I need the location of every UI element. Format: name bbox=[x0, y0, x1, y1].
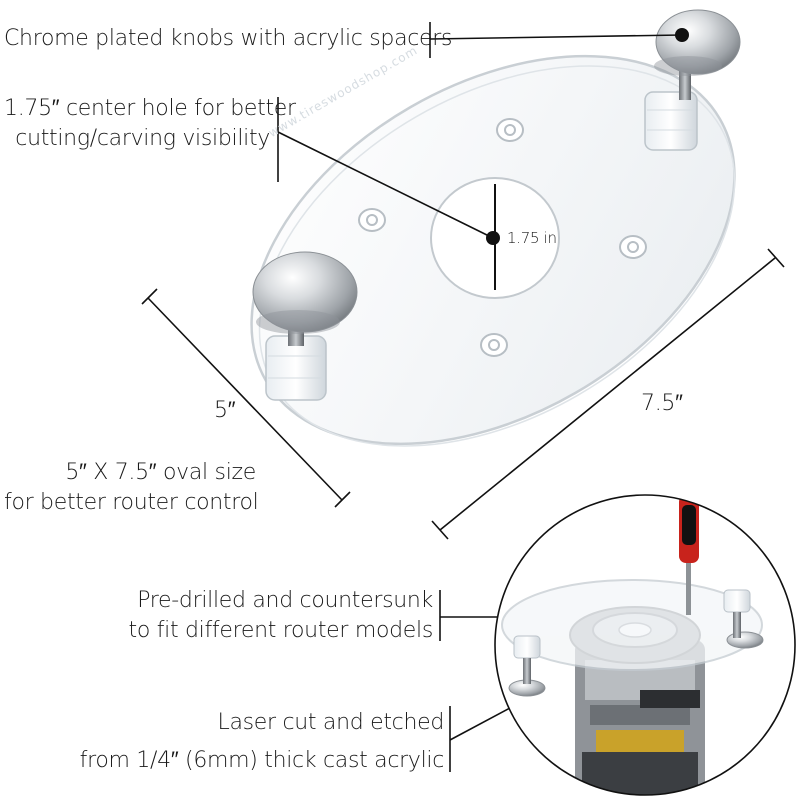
predrilled-label-line2: to fit different router models bbox=[128, 618, 434, 643]
oval-size-label-line2: for better router control bbox=[4, 490, 259, 515]
predrilled-label-line1: Pre-drilled and countersunk bbox=[137, 588, 433, 613]
center-hole-label: 1.75″ center hole for better cutting/car… bbox=[4, 94, 296, 154]
knobs-label: Chrome plated knobs with acrylic spacers bbox=[4, 26, 453, 51]
hole-dimension-label: 1.75 in bbox=[507, 229, 557, 247]
width-dimension-label: 5″ bbox=[214, 398, 236, 423]
lower-knob bbox=[252, 251, 358, 401]
center-hole-label-line2: cutting/carving visibility bbox=[15, 126, 270, 151]
inset-detail-photo bbox=[494, 494, 796, 796]
upper-knob bbox=[644, 9, 741, 151]
center-hole-label-line1: 1.75″ center hole for better bbox=[4, 96, 296, 121]
length-dimension-label: 7.5″ bbox=[641, 391, 683, 416]
oval-size-label-line1: 5″ X 7.5″ oval size bbox=[65, 460, 256, 485]
oval-size-label: 5″ X 7.5″ oval size for better router co… bbox=[4, 458, 259, 518]
predrilled-label: Pre-drilled and countersunk to fit diffe… bbox=[120, 586, 434, 646]
laser-cut-label: Laser cut and etched from 1/4″ (6mm) thi… bbox=[60, 708, 445, 776]
mounting-holes bbox=[358, 118, 647, 357]
laser-cut-label-line2: from 1/4″ (6mm) thick cast acrylic bbox=[79, 748, 445, 773]
laser-cut-label-line1: Laser cut and etched bbox=[217, 710, 444, 735]
